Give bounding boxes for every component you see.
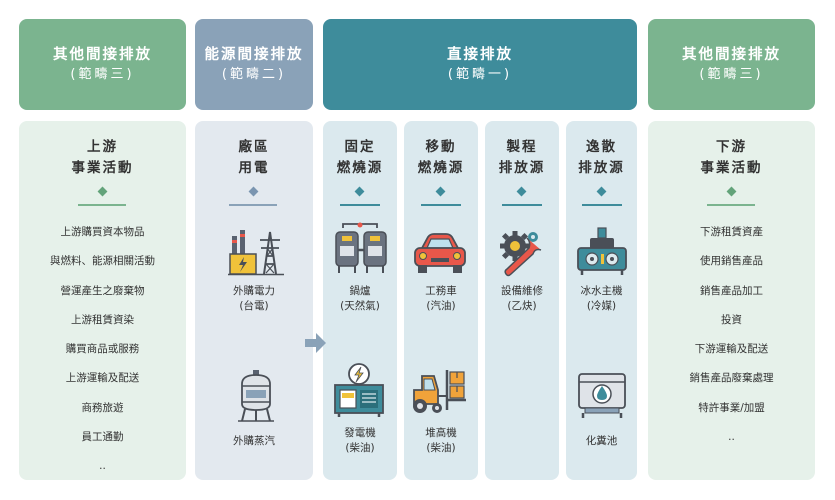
list-item: ..: [99, 460, 106, 473]
divider-line: [78, 204, 126, 206]
divider-line: [582, 204, 622, 206]
header-scope2: 能源間接排放 (範疇二): [195, 19, 313, 110]
chiller-label: 冰水主機 (冷媒): [580, 285, 623, 312]
generator-icon: [334, 363, 384, 417]
list-item: 上游運輸及配送: [65, 372, 140, 385]
car-icon: [414, 233, 466, 273]
list-item: 銷售產品廢棄處理: [689, 372, 774, 385]
chiller-icon: [577, 227, 627, 275]
header-subtitle: (範疇三): [70, 66, 135, 82]
downstream-list: 下游租賃資產 使用銷售產品 銷售產品加工 投資 下游運輸及配送 銷售產品廢棄處理…: [648, 218, 815, 452]
header-title: 能源間接排放: [204, 46, 304, 63]
divider-line: [502, 204, 542, 206]
list-item: 銷售產品加工: [700, 284, 763, 297]
car-label: 工務車 (汽油): [425, 285, 457, 312]
panel-stationary: [323, 121, 397, 480]
list-item: ..: [728, 431, 735, 444]
list-item: 員工通勤: [81, 431, 124, 444]
list-item: 使用銷售產品: [700, 255, 763, 268]
header-title: 直接排放: [447, 46, 513, 63]
list-item: 與燃料、能源相關活動: [50, 255, 155, 268]
list-item: 下游租賃資產: [700, 226, 763, 238]
header-subtitle: (範疇三): [699, 66, 764, 82]
list-item: 營運產生之廢棄物: [60, 284, 145, 297]
generator-label: 發電機 (柴油): [344, 427, 376, 454]
repair-label: 設備維修 (乙炔): [501, 285, 543, 312]
power-label: 外購電力 (台電): [233, 285, 275, 312]
boiler-icon: [335, 222, 387, 273]
forklift-icon: [413, 370, 466, 413]
title-downstream: 下游 事業活動: [700, 139, 763, 176]
header-title: 其他間接排放: [53, 46, 152, 63]
panel-plant-power: [195, 121, 313, 480]
panel-upstream: [19, 121, 186, 480]
header-title: 其他間接排放: [682, 46, 781, 63]
septic-tank-icon: [578, 373, 626, 418]
title-plant-power: 廠區 用電: [238, 139, 270, 176]
panel-mobile: [404, 121, 478, 480]
boiler-label: 鍋爐 (天然氣): [340, 285, 380, 312]
title-upstream: 上游 事業活動: [71, 139, 134, 176]
divider-line: [707, 204, 755, 206]
upstream-list: 上游購買資本物品 與燃料、能源相關活動 營運產生之廢棄物 上游租賃資染 購買商品…: [19, 218, 186, 482]
septic-label: 化糞池: [585, 435, 618, 447]
list-item: 上游租賃資染: [71, 313, 134, 326]
divider-line: [229, 204, 277, 206]
divider-line: [421, 204, 461, 206]
divider-line: [340, 204, 380, 206]
power-plant-icon: [228, 230, 284, 276]
steam-label: 外購蒸汽: [233, 435, 275, 447]
forklift-label: 堆高機 (柴油): [425, 427, 457, 454]
steam-tank-icon: [238, 370, 274, 422]
arrow-right-icon: [305, 333, 326, 353]
list-item: 特許事業/加盟: [698, 401, 765, 414]
title-process: 製程 排放源: [498, 139, 546, 176]
title-fugitive: 逸散 排放源: [578, 139, 625, 176]
list-item: 購買商品或服務: [65, 343, 140, 356]
header-scope3-upstream: 其他間接排放 (範疇三): [19, 19, 186, 110]
header-subtitle: (範疇二): [221, 66, 287, 82]
panel-process: [485, 121, 559, 480]
list-item: 下游運輸及配送: [694, 343, 769, 356]
panel-downstream: [648, 121, 815, 480]
list-item: 上游購買資本物品: [60, 226, 145, 238]
header-scope1: 直接排放 (範疇一): [323, 19, 637, 110]
title-stationary: 固定 燃燒源: [336, 139, 384, 176]
header-subtitle: (範疇一): [447, 66, 513, 82]
panel-fugitive: [566, 121, 637, 480]
list-item: 商務旅遊: [81, 401, 124, 414]
gear-wrench-icon: [500, 231, 542, 277]
list-item: 投資: [721, 313, 742, 326]
title-mobile: 移動 燃燒源: [417, 139, 465, 176]
header-scope3-downstream: 其他間接排放 (範疇三): [648, 19, 815, 110]
